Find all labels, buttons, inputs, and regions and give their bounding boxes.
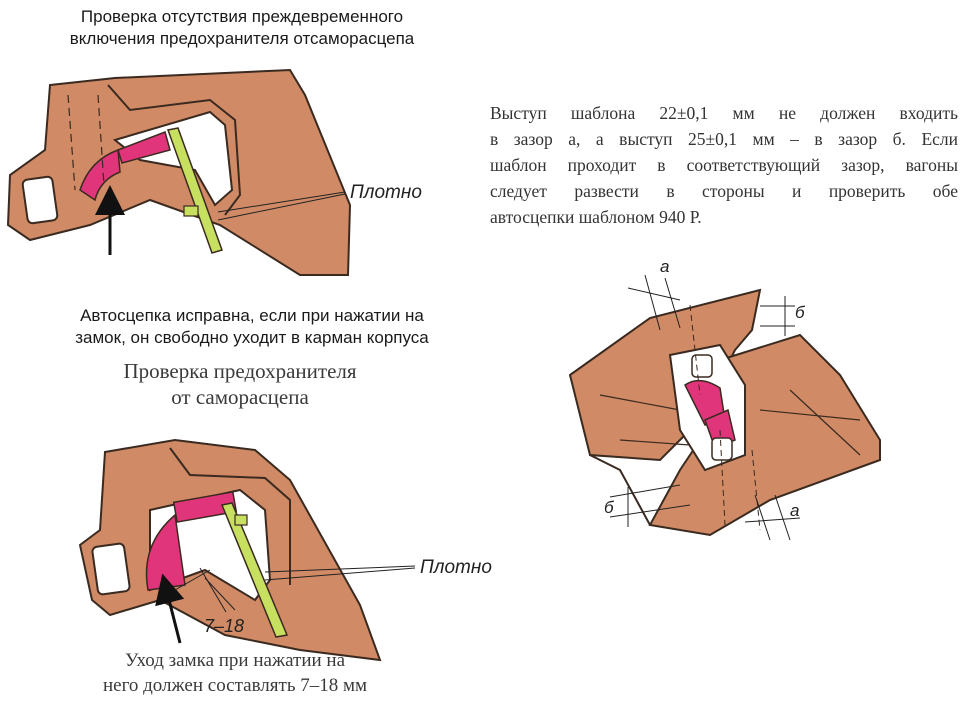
mid-caption-line-1: Автосцепка исправна, если при нажатии на bbox=[80, 306, 424, 325]
coupler-top-drawing: Плотно bbox=[6, 68, 422, 276]
coupler-right-slot bbox=[691, 354, 713, 378]
dimension-line bbox=[609, 484, 681, 498]
book-caption-line-1: Уход замка при нажатии на bbox=[124, 650, 346, 671]
book-caption: Уход замка при нажатии на него должен со… bbox=[50, 648, 420, 698]
dimension-line bbox=[199, 567, 227, 613]
coupler-top-body bbox=[6, 68, 352, 276]
dimension-line bbox=[204, 577, 236, 611]
coupler-bottom-slot bbox=[91, 542, 131, 596]
mid-caption: Автосцепка исправна, если при нажатии на… bbox=[12, 305, 492, 349]
top-title-line-2: включения предохранителя отсаморасцепа bbox=[69, 29, 415, 48]
paragraph-line: следует развести в стороны и проверить о… bbox=[490, 181, 958, 201]
paragraph-line: Выступ шаблона 22±0,1 мм не должен входи… bbox=[490, 103, 958, 123]
gap-a-top-label: а bbox=[660, 257, 669, 276]
dashed-line bbox=[751, 449, 761, 531]
gap-b-top-label: б bbox=[795, 303, 806, 322]
book-title-line-1: Проверка предохранителя bbox=[123, 359, 357, 383]
paragraph-line: автосцепки шаблоном 940 Р. bbox=[490, 207, 702, 227]
coupler-pair-drawing: а б б а bbox=[568, 257, 881, 541]
coupler-right-contour bbox=[589, 454, 651, 526]
coupler-top-lock-2 bbox=[117, 131, 171, 164]
dimension-line bbox=[664, 277, 681, 329]
coupler-top-tab bbox=[183, 205, 199, 217]
instruction-paragraph: Выступ шаблона 22±0,1 мм не должен входи… bbox=[490, 100, 958, 230]
coupler-bottom-drawing: Плотно 7–18 bbox=[78, 438, 492, 662]
book-title-line-2: от саморасцепа bbox=[171, 385, 309, 409]
dimension-line bbox=[609, 504, 691, 518]
top-title-line-1: Проверка отсутствия преждевременного bbox=[80, 7, 404, 26]
dimension-line bbox=[644, 274, 661, 331]
book-caption-line-2: него должен составлять 7–18 мм bbox=[102, 675, 368, 696]
paragraph-line: шаблон проходит в соответствующий зазор,… bbox=[490, 155, 958, 175]
gap-7-18-label: 7–18 bbox=[204, 616, 244, 636]
dashed-line bbox=[689, 304, 701, 396]
plotno-top-label: Плотно bbox=[350, 182, 422, 203]
top-title: Проверка отсутствия преждевременного вкл… bbox=[22, 6, 462, 50]
leader-line bbox=[264, 567, 416, 581]
gap-b-bottom-label: б bbox=[604, 498, 615, 517]
leader-line bbox=[217, 191, 346, 213]
mid-caption-line-2: замок, он свободно уходит в карман корпу… bbox=[75, 328, 429, 347]
dimension-line bbox=[627, 287, 681, 301]
coupler-bottom-lock bbox=[145, 513, 186, 591]
paragraph-line: в зазор а, а выступ 25±0,1 мм – в зазор … bbox=[490, 129, 958, 149]
dashed-line bbox=[719, 429, 726, 526]
coupler-right-slot bbox=[711, 437, 733, 461]
arrow bbox=[155, 573, 185, 644]
coupler-bottom-lock-2 bbox=[172, 491, 238, 523]
dimension-line bbox=[754, 494, 771, 541]
dimension-line bbox=[774, 494, 791, 541]
coupler-top-slot bbox=[21, 175, 59, 225]
plotno-bottom-label: Плотно bbox=[420, 557, 492, 578]
coupler-right-contour bbox=[599, 389, 861, 456]
dashed-line bbox=[97, 94, 105, 186]
dimension-line bbox=[174, 569, 211, 591]
book-title: Проверка предохранителя от саморасцепа bbox=[60, 358, 420, 410]
leader-line bbox=[264, 565, 416, 573]
dimension-line bbox=[744, 517, 801, 523]
coupler-bottom-tab bbox=[234, 514, 248, 526]
coupler-bottom-plate bbox=[220, 502, 289, 638]
gap-a-bottom-label: а bbox=[790, 501, 799, 520]
coupler-top-cavity bbox=[112, 110, 234, 207]
leader-line bbox=[217, 193, 346, 221]
coupler-bottom-inner-contour bbox=[169, 447, 291, 585]
dashed-line bbox=[67, 94, 76, 191]
coupler-top-inner-contour bbox=[107, 84, 242, 216]
coupler-right-lower-body bbox=[648, 333, 881, 537]
